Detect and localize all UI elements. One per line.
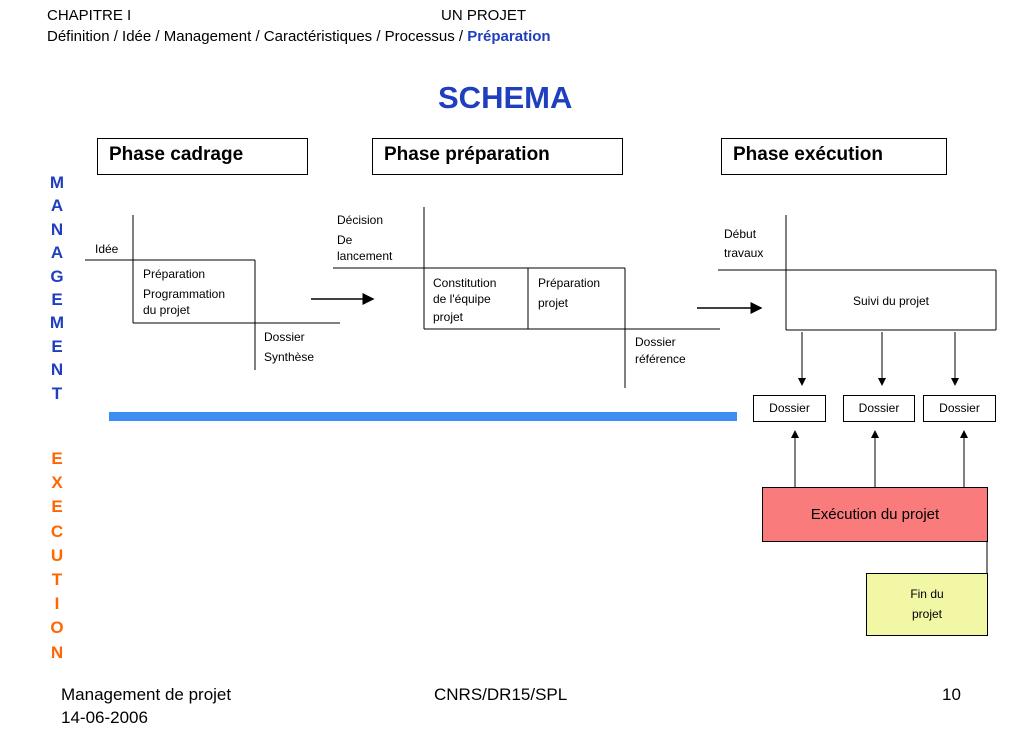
cadrage-prep-line3: du projet bbox=[143, 303, 190, 317]
breadcrumb-active: Préparation bbox=[467, 28, 551, 45]
dossier-box-1: Dossier bbox=[753, 395, 826, 422]
execution-letter: O bbox=[50, 618, 64, 638]
constitution-line1: Constitution bbox=[433, 276, 497, 290]
topic-label: UN PROJET bbox=[441, 7, 527, 24]
suivi-label: Suivi du projet bbox=[852, 294, 930, 308]
prep-dossier-line1: Dossier bbox=[635, 335, 676, 349]
footer-org: CNRS/DR15/SPL bbox=[434, 685, 568, 704]
constitution-line2: de l'équipe bbox=[433, 292, 491, 306]
breadcrumb: Définition / Idée / Management / Caracté… bbox=[47, 28, 551, 46]
management-letter: T bbox=[51, 383, 63, 403]
management-letter: M bbox=[49, 313, 65, 333]
fin-line2: projet bbox=[911, 607, 943, 621]
management-letter: A bbox=[50, 196, 64, 216]
footer-title: Management de projet bbox=[61, 685, 232, 704]
execution-letter: U bbox=[50, 545, 64, 565]
management-letter: E bbox=[51, 336, 63, 356]
management-letter: M bbox=[49, 173, 65, 192]
chapter-label: CHAPITRE I bbox=[47, 7, 132, 24]
decision-line2: De bbox=[337, 233, 353, 247]
management-letter: N bbox=[50, 219, 64, 239]
cadrage-prep-line1: Préparation bbox=[143, 267, 206, 281]
execution-letter: T bbox=[51, 570, 63, 589]
management-letter: G bbox=[50, 266, 64, 286]
dossier-box-2: Dossier bbox=[843, 395, 915, 422]
constitution-line3: projet bbox=[433, 310, 464, 324]
management-letter: A bbox=[50, 243, 64, 263]
debut-line1: Début bbox=[724, 227, 757, 241]
execution-letter: X bbox=[51, 473, 63, 493]
dossier-box-3: Dossier bbox=[923, 395, 996, 422]
page-title: SCHEMA bbox=[438, 80, 573, 115]
debut-line2: travaux bbox=[724, 246, 764, 260]
preparation-projet-line2: projet bbox=[538, 296, 569, 310]
idee-label: Idée bbox=[95, 242, 119, 256]
fin-du-projet-box: Fin du projet bbox=[866, 573, 988, 636]
cadrage-prep-line2: Programmation bbox=[143, 287, 226, 301]
footer-date: 14-06-2006 bbox=[61, 708, 148, 727]
execution-letter: I bbox=[54, 594, 60, 614]
fin-line1: Fin du bbox=[910, 587, 944, 601]
execution-letter: N bbox=[50, 642, 64, 662]
preparation-projet-line1: Préparation bbox=[538, 276, 601, 290]
execution-letter: E bbox=[51, 449, 63, 468]
cadrage-dossier-line1: Dossier bbox=[264, 330, 305, 344]
breadcrumb-trail: Définition / Idée / Management / Caracté… bbox=[47, 28, 468, 45]
management-letter: E bbox=[51, 290, 63, 309]
cadrage-dossier-line2: Synthèse bbox=[264, 350, 315, 364]
prep-dossier-line2: référence bbox=[635, 352, 686, 366]
execution-letter: E bbox=[51, 497, 63, 517]
decision-line1: Décision bbox=[337, 213, 384, 227]
execution-du-projet-box: Exécution du projet bbox=[762, 487, 988, 542]
phase-preparation-box: Phase préparation bbox=[372, 138, 623, 175]
management-letter: N bbox=[50, 360, 64, 380]
phase-execution-box: Phase exécution bbox=[721, 138, 947, 175]
execution-letter: C bbox=[50, 521, 64, 541]
phase-cadrage-box: Phase cadrage bbox=[97, 138, 308, 175]
decision-line3: lancement bbox=[337, 249, 393, 263]
page-number: 10 bbox=[942, 685, 961, 704]
